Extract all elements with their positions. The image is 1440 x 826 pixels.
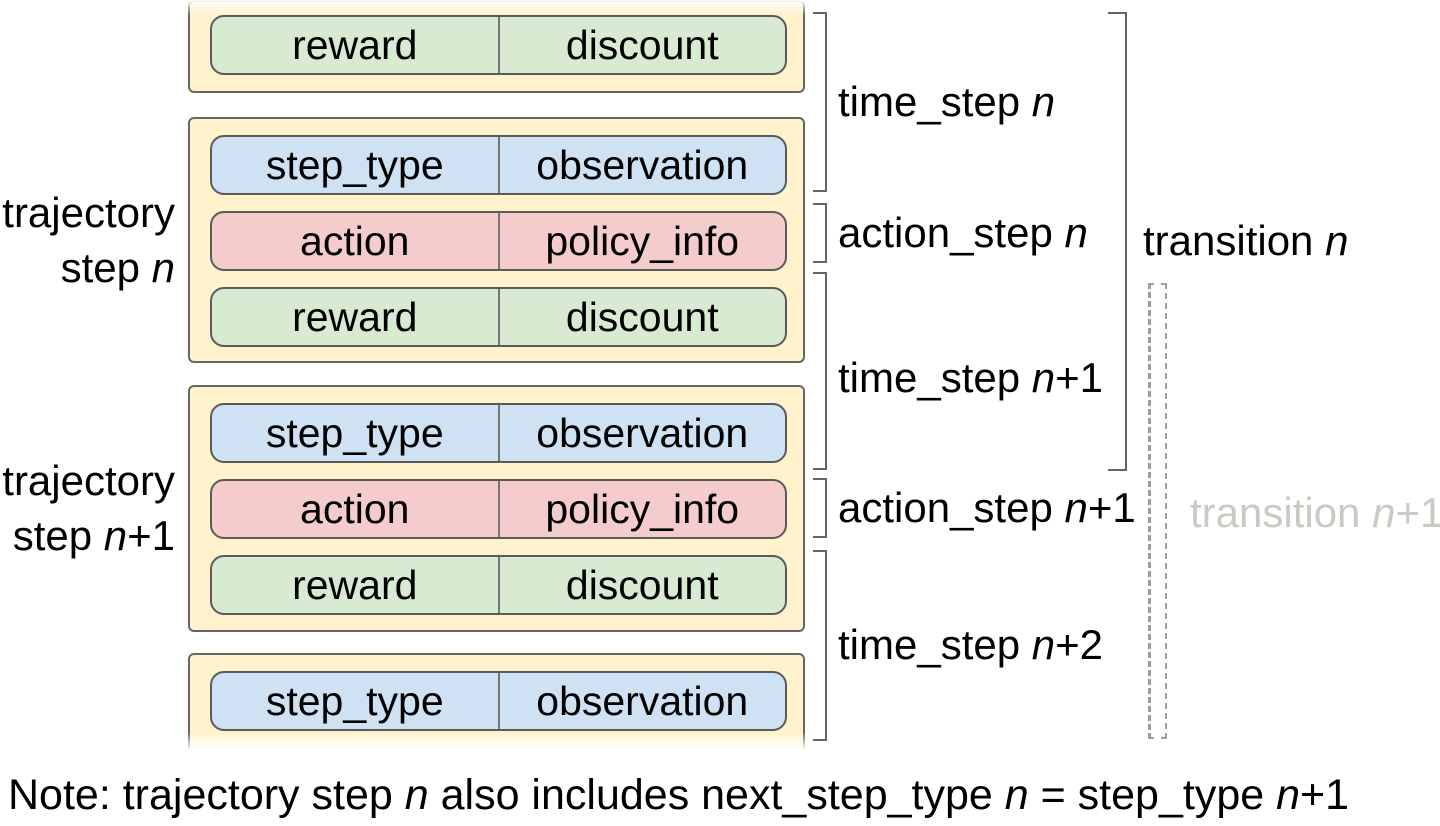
bracket-time-step-n-plus-1 xyxy=(813,272,827,470)
timestep-reward-row: reward discount xyxy=(210,15,787,75)
cell-action: action xyxy=(212,213,500,269)
trajectory-container-n: step_type observation action policy_info… xyxy=(188,117,805,363)
cell-discount: discount xyxy=(565,22,719,68)
bracket-transition-n-plus-1 xyxy=(1148,283,1167,739)
label-action-step-n-plus-1: action_step n+1 xyxy=(838,484,1136,531)
label-time-step-n-plus-2: time_step n+2 xyxy=(838,621,1104,668)
bracket-action-step-n-plus-1 xyxy=(813,478,827,538)
cell-observation: observation xyxy=(536,410,749,456)
cell-discount: discount xyxy=(565,294,719,340)
cell-step-type: step_type xyxy=(212,673,500,729)
bracket-time-step-n-plus-2 xyxy=(813,550,827,741)
label-transition-n: transition n xyxy=(1143,217,1349,264)
cell-reward: reward xyxy=(212,557,500,613)
action-row: action policy_info xyxy=(210,211,787,271)
bottom-crop-fade xyxy=(180,732,815,750)
bracket-action-step-n xyxy=(813,203,827,263)
bracket-transition-n xyxy=(1108,12,1127,471)
label-trajectory-step-n: trajectory step n xyxy=(2,189,175,291)
timestep-observation-row: step_type observation xyxy=(210,403,787,463)
trajectory-container-next: step_type observation xyxy=(188,653,805,765)
top-crop-fade xyxy=(180,0,815,15)
cell-reward: reward xyxy=(212,289,500,345)
trajectory-container-n-plus-1: step_type observation action policy_info… xyxy=(188,385,805,632)
cell-policy-info: policy_info xyxy=(545,486,740,532)
cell-action: action xyxy=(212,481,500,537)
cell-reward: reward xyxy=(212,17,500,73)
label-transition-n-plus-1: transition n+1 xyxy=(1190,489,1440,536)
cell-observation: observation xyxy=(536,678,749,724)
bracket-time-step-n xyxy=(813,12,827,192)
cell-step-type: step_type xyxy=(212,137,500,193)
timestep-observation-row: step_type observation xyxy=(210,671,787,731)
trajectory-container-previous: reward discount xyxy=(188,0,805,93)
cell-policy-info: policy_info xyxy=(545,218,740,264)
cell-discount: discount xyxy=(565,562,719,608)
cell-observation: observation xyxy=(536,142,749,188)
action-row: action policy_info xyxy=(210,479,787,539)
timestep-reward-row: reward discount xyxy=(210,555,787,615)
timestep-observation-row: step_type observation xyxy=(210,135,787,195)
bottom-crop-cover xyxy=(180,749,815,771)
timestep-reward-row: reward discount xyxy=(210,287,787,347)
label-action-step-n: action_step n xyxy=(838,209,1088,256)
footnote: Note: trajectory step n also includes ne… xyxy=(8,771,1350,819)
label-trajectory-step-n-plus-1: trajectory step n+1 xyxy=(2,457,175,559)
cell-step-type: step_type xyxy=(212,405,500,461)
label-time-step-n-plus-1: time_step n+1 xyxy=(838,354,1104,401)
label-time-step-n: time_step n xyxy=(838,78,1056,125)
